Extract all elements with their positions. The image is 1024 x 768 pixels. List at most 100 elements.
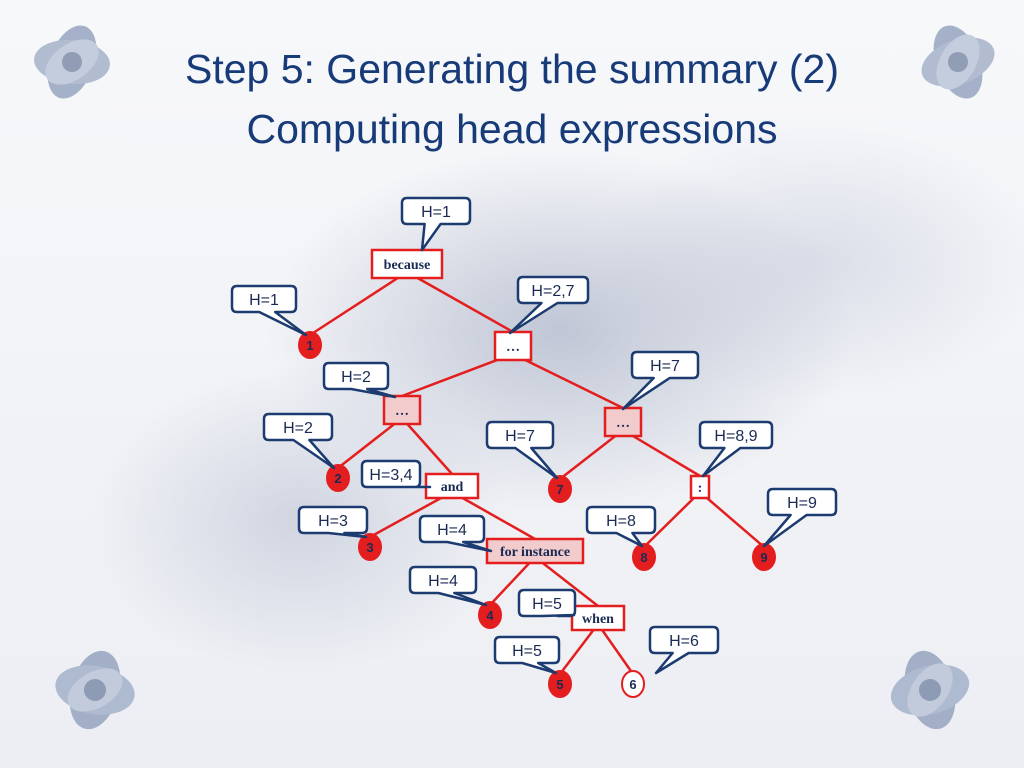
leaf-node-4: 4 xyxy=(478,601,502,629)
leaf-node-6: 6 xyxy=(621,670,645,698)
flower-top-left-icon xyxy=(34,25,110,99)
flower-bottom-left-icon xyxy=(55,650,135,730)
callout-label: H=8,9 xyxy=(714,428,757,445)
callout-bubble xyxy=(418,514,493,553)
leaf-circle xyxy=(632,543,656,571)
operator-box xyxy=(689,474,711,500)
callout-label: H=4 xyxy=(437,522,467,539)
callout-label: H=1 xyxy=(249,292,279,309)
callout-bubble xyxy=(493,635,561,675)
callout-label: H=8 xyxy=(606,513,636,530)
tree-edge xyxy=(512,352,624,410)
tree-edge xyxy=(559,623,599,675)
operator-node-because: because xyxy=(370,248,444,280)
callout-c_ell3: H=7 xyxy=(621,350,700,411)
callout-bubble xyxy=(585,505,657,548)
leaf-label: 4 xyxy=(486,608,494,623)
leaf-node-5: 5 xyxy=(548,670,572,698)
operator-label: for instance xyxy=(500,545,570,560)
leaf-node-7: 7 xyxy=(548,475,572,503)
tree-edge xyxy=(309,270,408,337)
tree-edge xyxy=(451,490,536,541)
leaf-node-8: 8 xyxy=(632,543,656,571)
callout-bubble xyxy=(762,487,838,548)
operator-node-forinstance: for instance xyxy=(485,537,585,565)
leaf-label: 2 xyxy=(334,471,341,486)
operator-node-and: and xyxy=(424,472,480,500)
tree-edge xyxy=(489,556,536,606)
callout-c_n4: H=4 xyxy=(408,565,488,607)
flower-top-right-icon xyxy=(921,25,995,99)
leaf-node-2: 2 xyxy=(326,464,350,492)
operator-node-ell2: … xyxy=(382,394,422,426)
callout-c_n2: H=2 xyxy=(262,412,336,470)
tree-edge xyxy=(369,490,453,539)
callout-bubble xyxy=(408,565,488,607)
callout-bubble xyxy=(262,412,336,470)
callout-c_n1: H=1 xyxy=(230,284,308,337)
tree-edge xyxy=(337,417,403,469)
leaf-node-9: 9 xyxy=(752,543,776,571)
callout-c_forinstance: H=4 xyxy=(418,514,493,553)
operator-box xyxy=(424,472,480,500)
tree-edge xyxy=(406,270,514,334)
callout-bubble xyxy=(508,275,590,335)
operator-label: and xyxy=(441,480,464,495)
leaf-circle xyxy=(478,601,502,629)
leaf-circle xyxy=(621,670,645,698)
callout-label: H=5 xyxy=(532,596,562,613)
operator-node-ell3: … xyxy=(603,406,643,438)
callout-label: H=2 xyxy=(341,369,371,386)
callout-label: H=2,7 xyxy=(531,283,574,300)
operator-node-when: when xyxy=(570,604,626,632)
callout-bubble xyxy=(400,196,472,252)
callout-c_colon: H=8,9 xyxy=(698,420,774,478)
callout-label: H=3 xyxy=(318,513,348,530)
callout-c_ell1: H=2,7 xyxy=(508,275,590,335)
leaf-nodes: 1 2 3 4 5 6 7 8 9 xyxy=(298,331,776,698)
leaf-circle xyxy=(326,464,350,492)
operator-box xyxy=(603,406,643,438)
callout-label: H=4 xyxy=(428,573,458,590)
leaf-circle xyxy=(548,475,572,503)
operator-label: … xyxy=(506,340,520,355)
operator-label: when xyxy=(582,612,614,627)
callout-c_because: H=1 xyxy=(400,196,472,252)
operator-box xyxy=(493,330,533,362)
callout-c_when: H=5 xyxy=(517,588,577,618)
callout-bubble xyxy=(485,420,559,480)
tree-edge xyxy=(534,556,599,607)
leaf-label: 1 xyxy=(306,338,313,353)
slide-title-line2: Computing head expressions xyxy=(246,106,778,152)
callout-bubble xyxy=(648,625,720,675)
operator-label: because xyxy=(384,258,431,273)
callout-label: H=9 xyxy=(787,495,817,512)
operator-box xyxy=(382,394,422,426)
operator-node-ell1: … xyxy=(493,330,533,362)
leaf-label: 3 xyxy=(366,540,373,555)
leaf-label: 8 xyxy=(640,550,647,565)
callout-c_n9: H=9 xyxy=(762,487,838,548)
tree-edge xyxy=(401,417,453,475)
callout-c_and: H=3,4 xyxy=(360,459,432,489)
callout-label: H=5 xyxy=(512,643,542,660)
callout-bubble xyxy=(230,284,308,337)
operator-box xyxy=(370,248,444,280)
callout-c_n8: H=8 xyxy=(585,505,657,548)
operator-label: … xyxy=(616,416,630,431)
operator-nodes: because … … … and: for instance when xyxy=(370,248,711,632)
operator-node-colon: : xyxy=(689,474,711,500)
callout-label: H=1 xyxy=(421,204,451,221)
leaf-circle xyxy=(752,543,776,571)
leaf-label: 7 xyxy=(556,482,563,497)
operator-label: … xyxy=(395,404,409,419)
callout-c_n3: H=3 xyxy=(297,505,369,539)
callout-bubble xyxy=(297,505,369,539)
tree-edge xyxy=(643,491,701,548)
callout-bubble xyxy=(322,361,397,399)
callout-bubble xyxy=(698,420,774,478)
callout-label: H=3,4 xyxy=(369,467,412,484)
callout-c_ell2: H=2 xyxy=(322,361,397,399)
